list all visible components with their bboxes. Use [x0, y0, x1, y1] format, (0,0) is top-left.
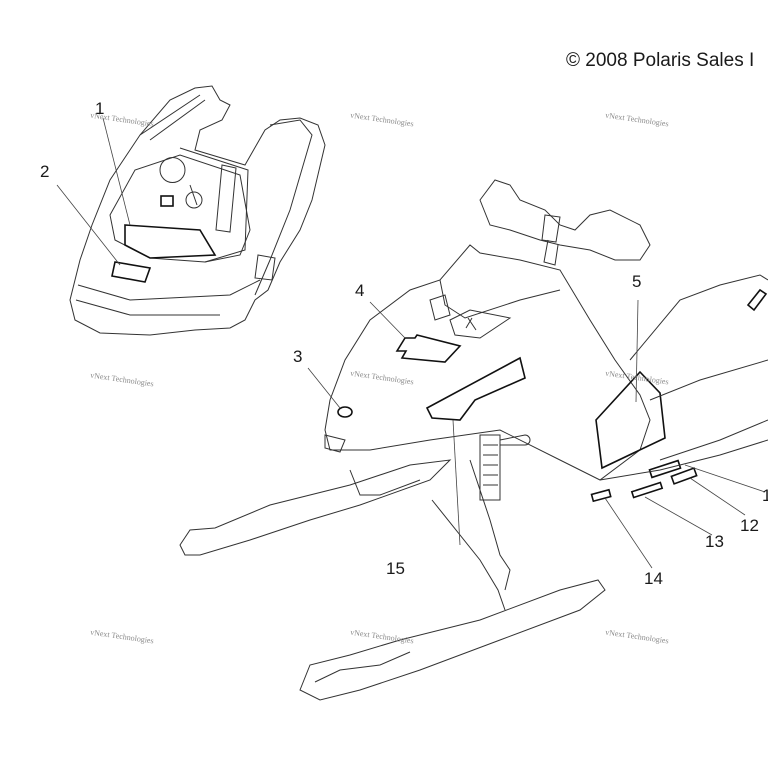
- callout-5[interactable]: 5: [632, 272, 642, 291]
- decal-13: [630, 481, 664, 499]
- callout-13[interactable]: 13: [705, 532, 724, 551]
- decal-3: [337, 406, 353, 418]
- decal-4: [395, 334, 462, 363]
- callout-15[interactable]: 15: [386, 559, 405, 578]
- copyright-notice: © 2008 Polaris Sales I: [566, 50, 755, 71]
- decal-15: [425, 356, 526, 421]
- callout-1[interactable]: 1: [95, 99, 105, 118]
- callout-14[interactable]: 14: [644, 569, 663, 588]
- callout-2[interactable]: 2: [40, 162, 50, 181]
- snowmobile-body: [179, 179, 768, 701]
- decal-11: [648, 459, 682, 479]
- callout-3[interactable]: 3: [293, 347, 303, 366]
- callout-11-partial[interactable]: 1: [762, 486, 768, 505]
- callout-12[interactable]: 12: [740, 516, 759, 535]
- decal-5: [595, 370, 666, 470]
- decal-14: [590, 488, 612, 503]
- leader-lines: [56, 117, 766, 569]
- hood-underside-part: [69, 85, 326, 336]
- decal-12: [670, 467, 698, 485]
- callout-4[interactable]: 4: [355, 281, 365, 300]
